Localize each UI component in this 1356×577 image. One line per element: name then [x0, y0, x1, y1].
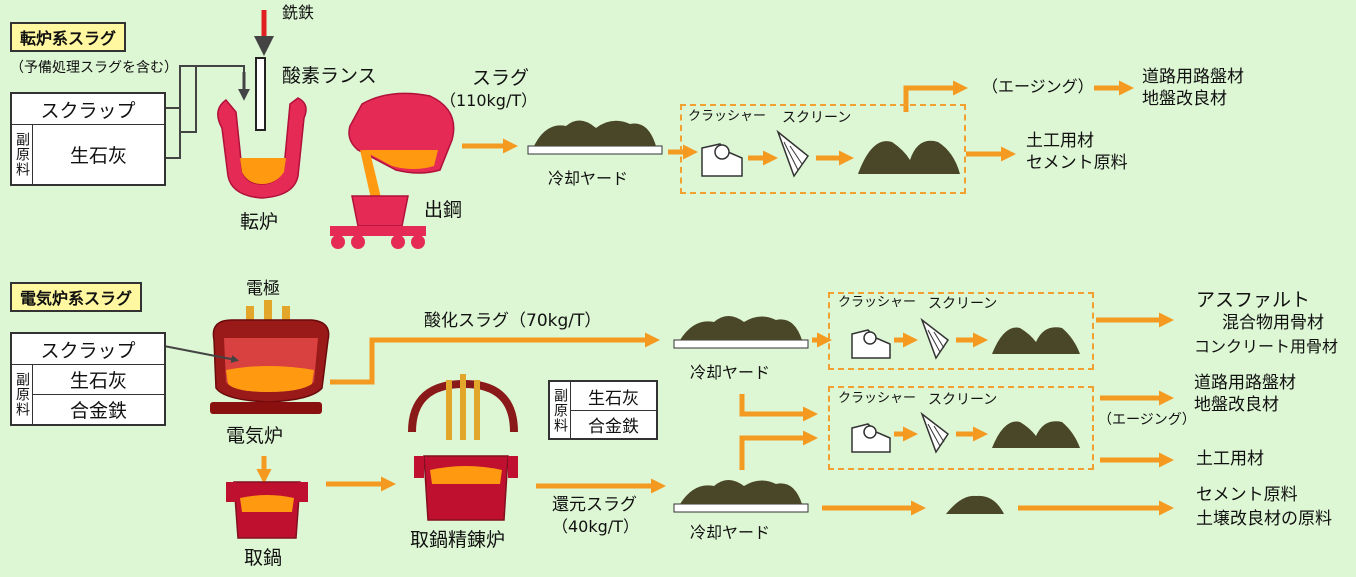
electric-out-ground: 地盤改良材: [1194, 395, 1279, 415]
electric-section: [163, 300, 1174, 539]
alloy-cell: 合金鉄: [32, 394, 165, 425]
reduced-slag-amount: （40kg/T）: [552, 517, 639, 536]
converter-cooling-yard: 冷却ヤード: [548, 169, 629, 188]
converter-title: 転炉系スラグ: [10, 22, 127, 52]
electric-cooling-yard-1: 冷却ヤード: [690, 363, 771, 382]
out-asphalt-2: 混合物用骨材: [1222, 313, 1324, 333]
electric-out-road: 道路用路盤材: [1194, 373, 1296, 393]
oxidized-slag-label: 酸化スラグ（70kg/T）: [424, 311, 602, 331]
electric-out-soil: 土壌改良材の原料: [1196, 509, 1332, 529]
oxidized-slag-arrow: [330, 332, 660, 385]
electric-out-cement: セメント原料: [1196, 485, 1298, 505]
sub-material-cell: 副原料: [11, 124, 33, 185]
processing-box-converter: [680, 104, 966, 194]
screen-icon: [920, 411, 950, 454]
electric-furnace-label: 電気炉: [226, 425, 284, 447]
screen-icon: [920, 317, 950, 360]
out-concrete: コンクリート用骨材: [1194, 337, 1339, 356]
oxygen-lance: [255, 57, 266, 131]
electric-screen-label-2: スクリーン: [928, 392, 998, 408]
electric-out-civil: 土工用材: [1196, 449, 1264, 469]
converter-vessel: [217, 97, 307, 199]
refining-materials-table: 副原料 生石灰 合金鉄: [548, 380, 658, 440]
lime-cell: 生石灰: [32, 364, 165, 395]
electric-crusher-label-2: クラッシャー: [838, 391, 917, 406]
electrode-label: 電極: [246, 279, 280, 299]
product-pile: [858, 140, 960, 174]
processing-box-electric-1: [828, 292, 1094, 370]
converter-materials-table: スクラップ 副原料 生石灰: [10, 92, 166, 186]
converter-note: （予備処理スラグを含む）: [10, 60, 178, 76]
converter-slag-amount: （110kg/T）: [440, 91, 538, 110]
converter-aging-label: （エージング）: [982, 77, 1094, 96]
electric-screen-label-1: スクリーン: [928, 296, 998, 312]
slag-pile: [534, 120, 656, 146]
electric-cooling-yard-2: 冷却ヤード: [690, 523, 771, 542]
cooling-yard-tray: [527, 145, 663, 155]
sub-material-cell: 副原料: [549, 381, 571, 439]
electric-aging-label: （エージング）: [1098, 412, 1196, 428]
ladle-refining-label: 取鍋精錬炉: [410, 529, 506, 551]
crusher-icon: [701, 143, 743, 177]
converter-crusher-label: クラッシャー: [688, 109, 767, 124]
electric-title: 電気炉系スラグ: [10, 282, 143, 312]
tapping-label: 出鋼: [424, 199, 463, 221]
ladle: [351, 195, 409, 227]
alloy-cell: 合金鉄: [570, 410, 657, 439]
electric-materials-table: スクラップ 副原料 生石灰 合金鉄: [10, 332, 166, 426]
scrap-cell: スクラップ: [11, 93, 165, 125]
reduced-slag-label: 還元スラグ: [552, 495, 637, 515]
crusher-icon: [851, 329, 891, 359]
lime-cell: 生石灰: [570, 381, 657, 411]
converter-slag-label: スラグ: [472, 67, 530, 89]
oxygen-lance-label: 酸素ランス: [282, 65, 377, 87]
feed-line-lower: [180, 66, 197, 133]
lime-cell: 生石灰: [32, 124, 165, 185]
converter-out-road: 道路用路盤材: [1142, 67, 1244, 87]
ladle-label: 取鍋: [244, 547, 283, 569]
processing-box-electric-2: [828, 386, 1094, 470]
converter-screen-label: スクリーン: [782, 110, 852, 126]
refining-ladle: [423, 455, 509, 521]
crusher-icon: [851, 423, 891, 453]
converter-out-civil: 土工用材: [1026, 131, 1094, 151]
converter-section: [165, 10, 1134, 249]
converter-out-ground: 地盤改良材: [1142, 89, 1227, 109]
converter-out-cement: セメント原料: [1026, 153, 1128, 173]
out-asphalt-1: アスファルト: [1196, 289, 1311, 311]
screen-icon: [776, 129, 810, 178]
pig-iron-label: 銑鉄: [282, 3, 315, 22]
electric-crusher-label-1: クラッシャー: [838, 295, 917, 310]
converter-furnace-label: 転炉: [240, 211, 279, 233]
sub-material-cell: 副原料: [11, 364, 33, 425]
scrap-cell: スクラップ: [11, 333, 165, 365]
